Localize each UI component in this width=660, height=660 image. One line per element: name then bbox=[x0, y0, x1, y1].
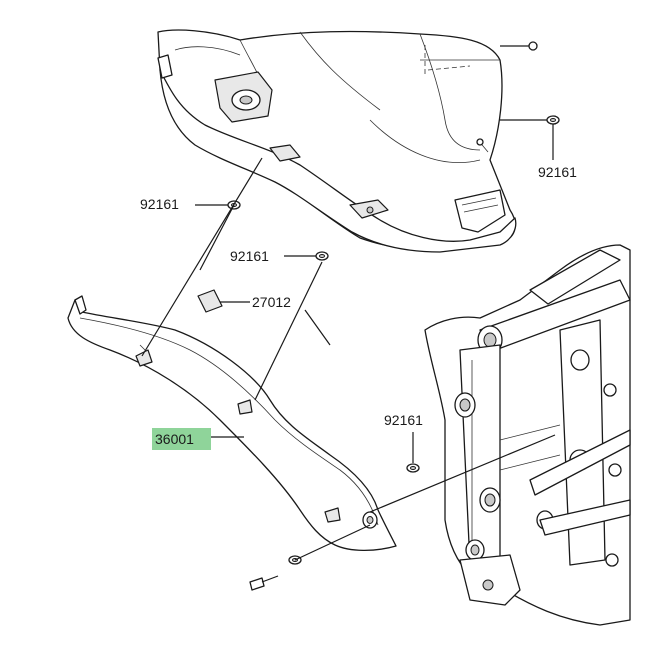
side-cover-part bbox=[67, 295, 397, 552]
label-92161-top-right: 92161 bbox=[538, 164, 577, 180]
frame-assembly bbox=[424, 244, 631, 626]
label-27012: 27012 bbox=[252, 294, 291, 310]
assembly-lines bbox=[141, 157, 556, 561]
pad-part bbox=[197, 289, 223, 313]
callouts: 92161 92161 92161 27012 92161 36001 bbox=[140, 124, 577, 463]
washer-middle bbox=[315, 251, 329, 261]
washer-top-right bbox=[546, 115, 560, 125]
label-92161-middle: 92161 bbox=[230, 248, 269, 264]
highlight-36001 bbox=[152, 428, 211, 450]
label-36001: 36001 bbox=[155, 431, 194, 447]
upper-tank-assembly bbox=[157, 29, 559, 253]
label-92161-bottom: 92161 bbox=[384, 412, 423, 428]
washer-bottom-right bbox=[406, 463, 420, 473]
label-92161-left: 92161 bbox=[140, 196, 179, 212]
screw bbox=[249, 575, 279, 591]
